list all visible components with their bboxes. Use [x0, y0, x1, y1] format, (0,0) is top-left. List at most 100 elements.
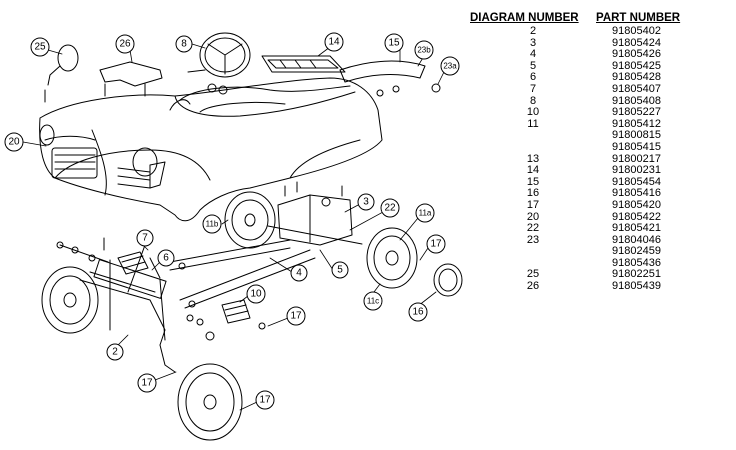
svg-text:2: 2 — [112, 347, 118, 358]
diagram-number-cell: 15 — [526, 175, 540, 188]
svg-text:15: 15 — [388, 38, 400, 49]
part-number-cell: 91802251 — [612, 268, 661, 281]
callout-17-right: 17 — [426, 234, 446, 254]
diagram-number-cell: 13 — [526, 152, 540, 165]
mirror-part — [44, 44, 79, 103]
diagram-number-cell — [470, 142, 596, 154]
exploded-parts-diagram: 25 26 8 14 15 23b 23a 20 3 22 11b 11a 17… — [4, 32, 463, 441]
callout-25: 25 — [30, 37, 50, 57]
svg-text:17: 17 — [430, 239, 442, 250]
svg-text:23b: 23b — [417, 46, 431, 55]
part-number-cell: 91804046 — [612, 233, 661, 246]
part-number-cell: 91805412 — [612, 117, 661, 130]
table-row: 2 91805402 — [470, 25, 732, 38]
front-wheel-lower — [177, 363, 243, 441]
diagram-number-cell: 23 — [526, 233, 540, 246]
diagram-number-header: DIAGRAM NUMBER — [470, 12, 579, 24]
parts-table-header: DIAGRAM NUMBER PART NUMBER — [470, 12, 732, 26]
part-number-cell: 91805415 — [612, 140, 661, 153]
part-number-cell: 91805439 — [612, 280, 661, 293]
diagram-number-cell: 11 — [527, 117, 539, 130]
axle-bracket-part — [277, 181, 353, 246]
diagram-number-cell: 17 — [526, 198, 540, 211]
table-row: 13 91800217 — [470, 152, 732, 166]
diagram-number-cell: 4 — [529, 48, 537, 61]
callout-11b: 11b — [202, 214, 222, 234]
callout-7: 7 — [136, 229, 154, 247]
svg-text:14: 14 — [328, 37, 340, 48]
part-number-cell: 91805421 — [612, 222, 661, 235]
callout-17-wheel: 17 — [255, 390, 275, 410]
svg-text:20: 20 — [8, 137, 20, 148]
table-row: 11 91805412 — [470, 117, 732, 131]
part-number-cell: 91805407 — [612, 82, 661, 95]
svg-text:22: 22 — [384, 203, 396, 214]
callout-23a: 23a — [440, 56, 460, 76]
callout-10: 10 — [246, 284, 266, 304]
svg-text:6: 6 — [163, 253, 169, 264]
part-number-cell: 91805436 — [612, 256, 661, 269]
diagram-number-cell: 26 — [526, 280, 540, 293]
svg-text:26: 26 — [119, 39, 131, 50]
callout-4: 4 — [290, 264, 308, 282]
callout-20: 20 — [4, 132, 24, 152]
diagram-number-cell: 14 — [526, 164, 540, 177]
svg-text:17: 17 — [141, 378, 153, 389]
drive-rods — [169, 239, 316, 309]
callout-labels: 25 26 8 14 15 23b 23a 20 3 22 11b 11a 17… — [4, 32, 460, 410]
diagram-number-cell: 5 — [529, 59, 537, 72]
callout-14: 14 — [324, 32, 344, 52]
pedal-left — [117, 251, 149, 275]
callout-22: 22 — [380, 198, 400, 218]
diagram-number-cell: 6 — [529, 71, 537, 84]
part-number-cell: 91805422 — [612, 210, 661, 223]
diagram-number-cell — [470, 130, 596, 142]
table-row: 26 91805439 — [470, 280, 732, 293]
callout-3: 3 — [357, 193, 375, 211]
callout-11a: 11a — [415, 203, 435, 223]
table-row: 91802459 — [470, 246, 732, 258]
table-row: 91800815 — [470, 130, 732, 142]
parts-table: DIAGRAM NUMBER PART NUMBER 2 91805402 3 918… — [470, 12, 732, 293]
parts-table-rows: 2 91805402 3 91805424 4 91805426 5 91805425 6 918… — [470, 25, 732, 293]
part-number-cell: 91800217 — [612, 152, 661, 165]
seat-bracket-part — [99, 61, 163, 97]
table-row: 3 91805424 — [470, 36, 732, 50]
part-number-cell: 91805227 — [612, 106, 661, 119]
part-number-cell: 91805424 — [612, 36, 661, 49]
diagram-number-cell: 3 — [529, 36, 537, 49]
lower-spindle — [159, 344, 176, 373]
diagram-number-cell: 7 — [529, 82, 537, 95]
callout-2: 2 — [106, 343, 124, 361]
part-number-cell: 91805425 — [612, 59, 661, 72]
part-number-cell: 91802459 — [612, 245, 661, 258]
svg-text:16: 16 — [412, 307, 424, 318]
svg-text:11b: 11b — [206, 220, 219, 229]
callout-23b: 23b — [414, 40, 434, 60]
rear-axle — [267, 225, 363, 245]
diagram-number-cell: 22 — [526, 222, 540, 235]
part-number-cell: 91805426 — [612, 48, 661, 61]
part-number-cell: 91805402 — [612, 25, 661, 37]
callout-5: 5 — [331, 261, 349, 279]
table-row: 4 91805426 — [470, 49, 732, 61]
pedal-right — [186, 299, 266, 341]
callout-17-spindle: 17 — [137, 373, 157, 393]
diagram-number-cell: 8 — [529, 94, 537, 107]
table-row: 23 91804046 — [470, 233, 732, 247]
diagram-number-cell: 25 — [526, 268, 540, 281]
diagram-number-cell: 10 — [526, 106, 540, 119]
diagram-number-cell: 2 — [529, 25, 537, 37]
hubcap-part — [433, 263, 463, 297]
callout-16: 16 — [408, 302, 428, 322]
svg-text:25: 25 — [34, 42, 46, 53]
svg-text:17: 17 — [290, 311, 302, 322]
callout-8: 8 — [175, 35, 193, 53]
svg-text:7: 7 — [142, 233, 148, 244]
diagram-number-cell: 16 — [526, 187, 540, 200]
table-row: 7 91805407 — [470, 82, 732, 96]
